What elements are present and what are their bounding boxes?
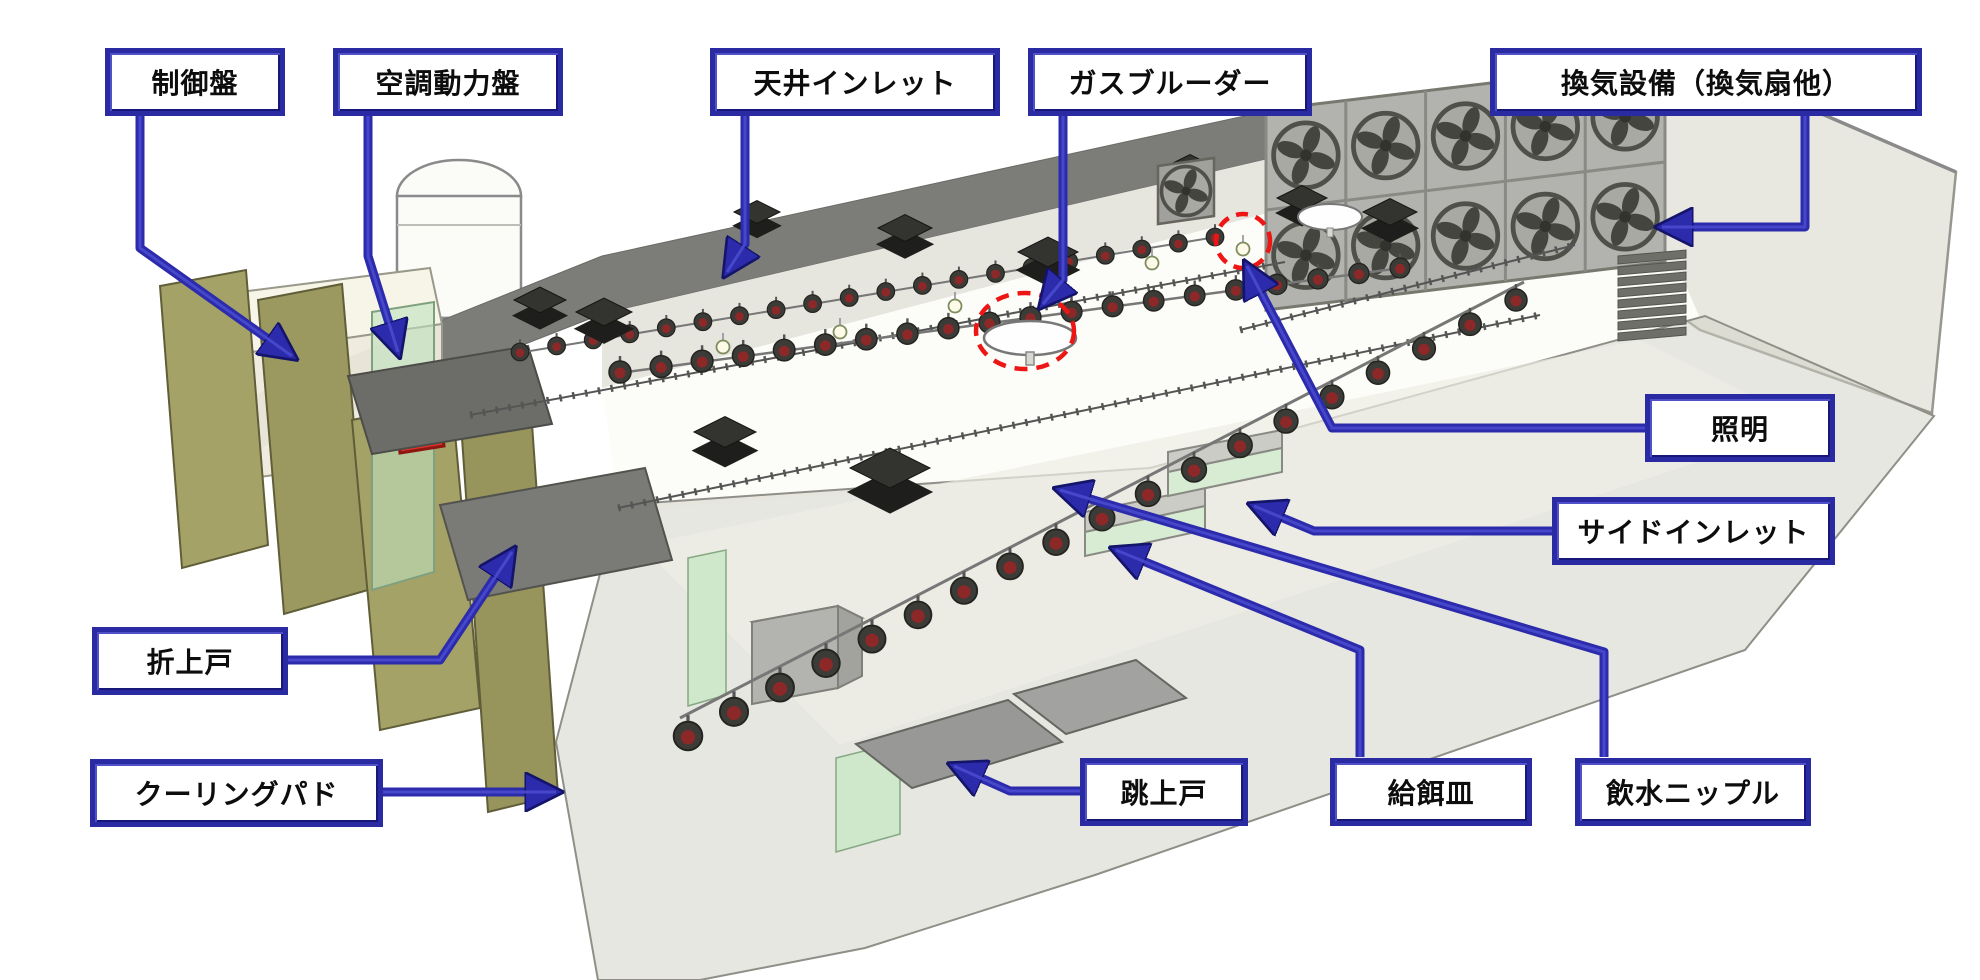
folding-door-panel-upper — [346, 344, 554, 456]
ceiling-inlet — [692, 415, 758, 449]
callout-label: 飲水ニップル — [1605, 778, 1780, 809]
ceiling-inlet — [512, 286, 568, 314]
ceiling-inlet — [573, 313, 635, 344]
louver-slat — [1617, 315, 1687, 331]
flip-up-doors — [853, 658, 1189, 790]
louver-vent — [1617, 249, 1687, 342]
louver-slat — [1617, 271, 1687, 287]
louver-slat — [1617, 249, 1687, 265]
callout-ventilation: 換気設備（換気扇他） — [1490, 48, 1922, 116]
callout-flip-up-door: 跳上戸 — [1080, 758, 1248, 826]
exhaust-fan-icon — [1433, 104, 1498, 169]
louver-slat — [1617, 326, 1687, 342]
callout-label: ガスブルーダー — [1068, 68, 1272, 99]
highlight-circle — [973, 290, 1077, 372]
exhaust-fan-icon — [1593, 185, 1658, 250]
callout-label: 給餌皿 — [1387, 778, 1475, 809]
gas-brooder-pan — [1297, 203, 1363, 238]
callout-label: クーリングパド — [134, 779, 339, 810]
ceiling-inlet — [848, 447, 932, 489]
ceiling-inlet — [876, 213, 934, 243]
feeder-pan — [546, 332, 567, 356]
ceiling-inlet — [875, 229, 935, 259]
ceiling-inlet — [574, 297, 634, 327]
door-opening-green — [687, 549, 727, 707]
callout-folding-door: 折上戸 — [92, 627, 288, 695]
callout-hvac-power-panel: 空調動力盤 — [333, 48, 563, 116]
callout-feed-pan: 給餌皿 — [1330, 758, 1532, 826]
callout-arrow-highlights — [138, 116, 1807, 794]
callout-ceiling-inlet: 天井インレット — [710, 48, 1000, 116]
exhaust-fan-icon — [1513, 194, 1578, 259]
callout-label: 天井インレット — [753, 68, 957, 99]
callout-cooling-pad: クーリングパド — [90, 759, 383, 827]
callout-label: 制御盤 — [151, 68, 239, 99]
ceiling-inlet — [846, 470, 934, 514]
callout-control-panel: 制御盤 — [105, 48, 285, 116]
ceiling-inlet — [1275, 184, 1329, 212]
ceiling-inlet — [1360, 213, 1420, 243]
callout-side-inlet: サイドインレット — [1552, 497, 1835, 565]
ceiling-inlet — [691, 433, 759, 468]
gas-brooder-pan — [982, 319, 1078, 366]
exhaust-fan-icon — [1274, 123, 1339, 188]
callout-lighting: 照明 — [1645, 394, 1835, 462]
circulation-fan — [1156, 156, 1216, 226]
ceiling-inlet — [732, 213, 782, 239]
callout-label: 空調動力盤 — [375, 68, 521, 99]
louver-slat — [1617, 293, 1687, 309]
louver-slat — [1617, 282, 1687, 298]
callout-label: サイドインレット — [1577, 517, 1810, 548]
ceiling-inlet — [511, 301, 569, 330]
callout-label: 照明 — [1710, 414, 1769, 445]
callout-label: 跳上戸 — [1120, 778, 1208, 809]
far-wall — [602, 158, 1272, 388]
exhaust-fan-icon — [1353, 113, 1418, 178]
callout-label: 換気設備（換気扇他） — [1560, 68, 1851, 99]
exhaust-fan-icon — [1433, 204, 1498, 269]
callout-gas-brooder: ガスブルーダー — [1028, 48, 1312, 116]
louver-slat — [1617, 304, 1687, 320]
fan-frame-line — [1265, 160, 1666, 212]
callout-label: 折上戸 — [146, 647, 234, 678]
ceiling-inlet — [1361, 197, 1419, 227]
callout-drink-nipple: 飲水ニップル — [1575, 758, 1811, 826]
louver-slat — [1617, 260, 1687, 276]
